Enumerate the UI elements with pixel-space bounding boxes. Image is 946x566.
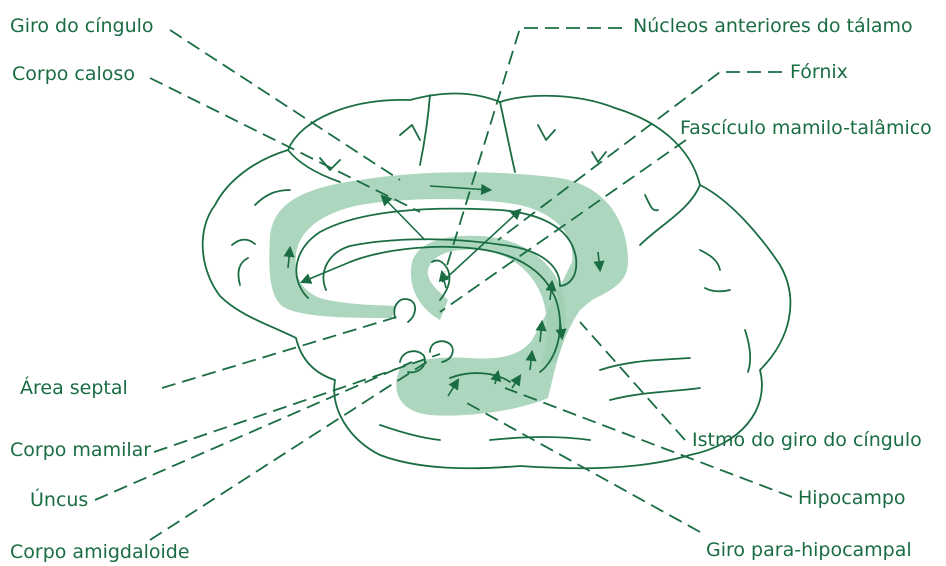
sulcus-line <box>380 425 440 440</box>
sulcus-line <box>255 190 290 205</box>
label-area-septal: Área septal <box>20 376 128 399</box>
label-hipocampo: Hipocampo <box>798 487 906 509</box>
sulcus-line <box>420 95 430 165</box>
sulcus-line <box>288 150 340 182</box>
leader-corpo-mamilar <box>154 354 440 452</box>
circuit-arrow <box>442 272 446 288</box>
sulcus-line <box>592 152 606 162</box>
label-corpo-mamilar: Corpo mamilar <box>10 439 151 461</box>
sulcus-line <box>500 102 515 172</box>
leader-corpo-amigdaloide <box>150 360 430 540</box>
leader-istmo <box>580 322 685 440</box>
sulcus-line <box>700 250 720 270</box>
leader-uncus <box>95 362 412 500</box>
sulcus-line <box>400 125 420 140</box>
sulcus-line <box>490 437 590 440</box>
sulcus-line <box>745 330 750 372</box>
label-fornix: Fórnix <box>790 61 848 83</box>
label-fasciculo-mamilo-talamico: Fascículo mamilo-talâmico <box>680 117 932 139</box>
label-corpo-caloso: Corpo caloso <box>12 63 135 85</box>
sulcus-line <box>232 240 255 245</box>
label-istmo-do-giro-do-cingulo: Istmo do giro do cíngulo <box>692 429 922 451</box>
sulcus-line <box>238 258 248 285</box>
sulcus-line <box>610 388 700 400</box>
leader-corpo-caloso <box>150 78 420 212</box>
leader-giro-cingulo <box>170 30 400 180</box>
sulcus-line <box>640 185 700 245</box>
label-nucleos-anteriores-do-talamo: Núcleos anteriores do tálamo <box>633 15 913 37</box>
leader-area-septal <box>162 316 400 388</box>
sulcus-line <box>705 288 730 291</box>
circuit-arrow <box>382 196 425 240</box>
sulcus-line <box>645 195 658 210</box>
label-corpo-amigdaloide: Corpo amigdaloide <box>10 541 190 563</box>
sulcus-line <box>538 125 555 140</box>
label-giro-para-hipocampal: Giro para-hipocampal <box>706 539 912 561</box>
septal-area-outline <box>394 299 415 322</box>
label-uncus: Úncus <box>30 487 88 511</box>
label-giro-do-cingulo: Giro do cíngulo <box>10 15 154 37</box>
